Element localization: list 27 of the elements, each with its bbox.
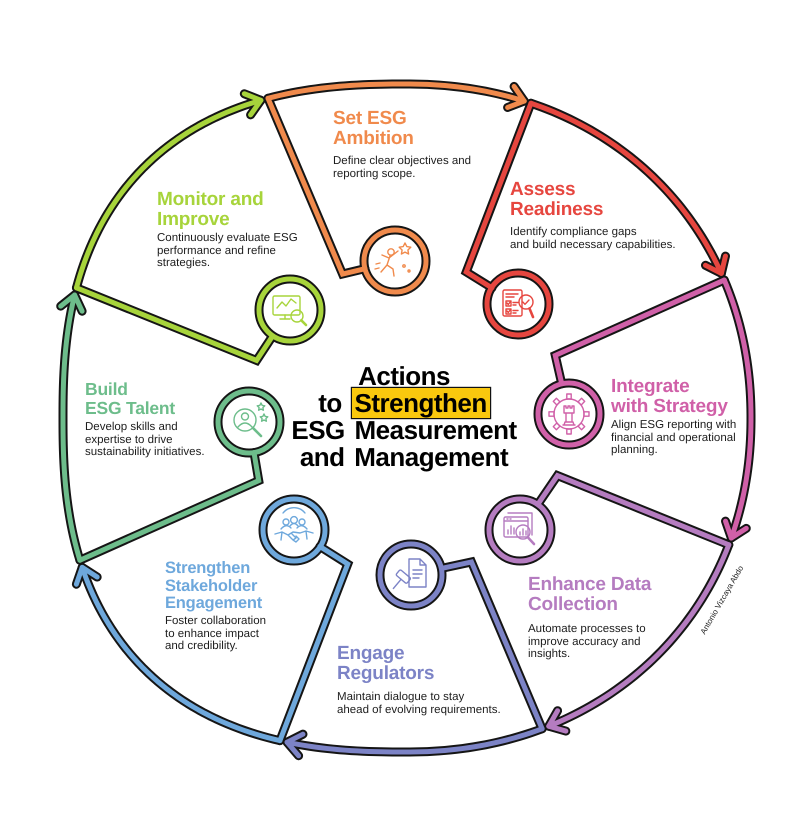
segment-description: Automate processes to improve accuracy and insights. (528, 623, 647, 660)
segment-heading: Engage Regulators (337, 644, 436, 684)
segment-heading: Enhance Data Collection (528, 575, 652, 615)
segment-heading: Build ESG Talent (85, 380, 176, 417)
segment-description: Align ESG reporting with financial and operational planning. (611, 419, 738, 456)
segment-description: Define clear objectives and reporting scope. (333, 155, 472, 180)
cycle-arrow (74, 564, 282, 744)
segment-heading: Set ESG Ambition (333, 109, 415, 149)
cycle-arrow (722, 278, 754, 540)
cycle-arrow (266, 82, 527, 110)
diagram-title: Actions to Strengthen ESG Measurement and Management (290, 363, 518, 471)
cycle-arrow (58, 292, 85, 563)
segment-heading: Assess Readiness (510, 180, 604, 220)
cycle-arrow (546, 542, 732, 734)
segment-description: Maintain dialogue to stay ahead of evolving requirements. (337, 691, 502, 716)
segment-description: Continuously evaluate ESG performance and refine strategies. (157, 232, 299, 270)
cycle-arrow (284, 726, 545, 758)
segment-heading: Strengthen Stakeholder Engagement (165, 560, 264, 612)
segment-description: Foster collaboration to enhance impact and credibility. (165, 615, 267, 652)
segment-description: Develop skills and expertise to drive sustainability initiatives. (85, 421, 206, 458)
cycle-segment (531, 275, 738, 457)
cycle-arrow (74, 91, 264, 290)
segment-heading: Monitor and Improve (157, 190, 265, 230)
segment-heading: Integrate with Strategy (611, 377, 729, 417)
cycle-arrow (528, 100, 728, 276)
cycle-segment (71, 190, 327, 366)
segment-description: Identify compliance gaps and build necessary capabilities. (510, 226, 677, 251)
